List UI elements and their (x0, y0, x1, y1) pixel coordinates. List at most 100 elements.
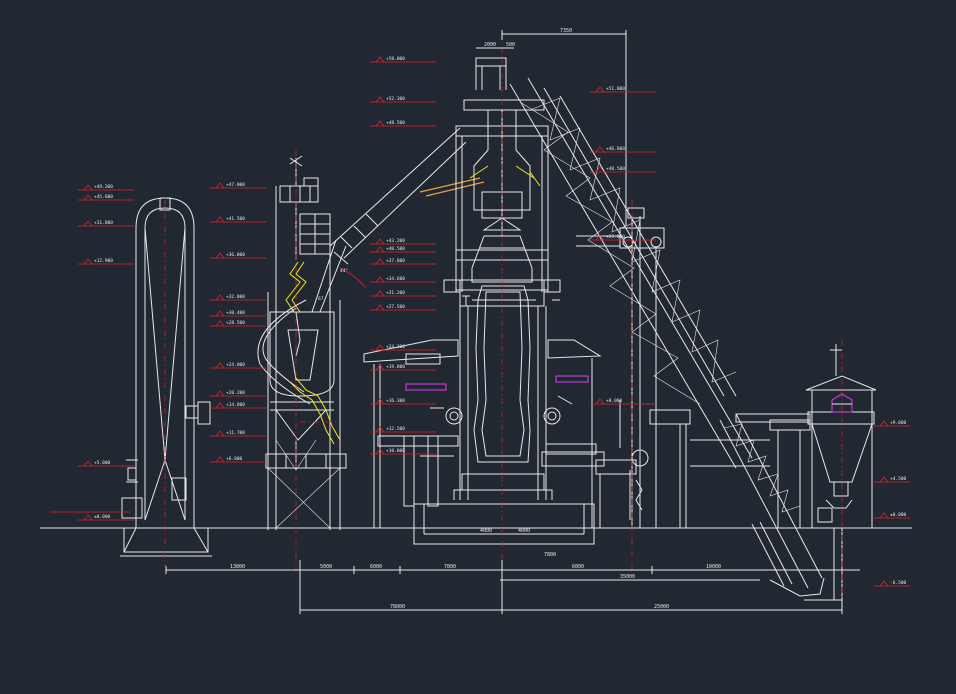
elevation-tick (375, 276, 385, 283)
elevation-tick (215, 430, 225, 437)
elevation-tick (215, 456, 225, 463)
dim-bottom-4: 7800 (444, 564, 456, 570)
elevation-tick (595, 86, 605, 93)
elevation-label: -6.500 (890, 580, 907, 586)
elevation-label: +6.800 (226, 456, 243, 462)
skip-angle-label: 44° (340, 268, 348, 274)
elevation-tick (375, 258, 385, 265)
elevation-label: +9.000 (890, 420, 907, 426)
elevation-label: +31.200 (386, 290, 405, 296)
elevation-label: +24.000 (226, 362, 245, 368)
elevation-tick (215, 402, 225, 409)
elevation-label: +40.500 (386, 246, 405, 252)
elevation-tick (83, 184, 93, 191)
elevation-label: +43.200 (386, 238, 405, 244)
elevation-label: +14.800 (226, 402, 245, 408)
furnace-elevation-markers: +10.000+12.500+16.300+19.800+24.200+27.5… (370, 56, 436, 455)
dim-bottom-8: 78000 (390, 604, 405, 610)
elevation-tick (375, 304, 385, 311)
elevation-tick (215, 294, 225, 301)
elevation-tick (375, 238, 385, 245)
elevation-label: ±0.000 (890, 512, 907, 518)
elevation-tick (375, 120, 385, 127)
pipe-length-label: 67 (318, 296, 324, 302)
elevation-tick (879, 580, 889, 587)
gas-cleaning-tower (257, 155, 347, 530)
top-small-dim-b: 500 (506, 42, 515, 48)
elevation-tick (375, 426, 385, 433)
elevation-tick (375, 344, 385, 351)
dim-bottom-6: 35000 (620, 574, 635, 580)
elevation-tick (375, 290, 385, 297)
elevation-label: +8.000 (606, 398, 623, 404)
elevation-tick (375, 398, 385, 405)
dim-bottom-10: 7800 (544, 552, 556, 558)
elevation-label: +12.900 (94, 258, 113, 264)
dust-catcher-elevation-markers: +6.800 +11.700 +14.800 +20.200 +24.000 +28.50… (210, 182, 266, 463)
elevation-tick (879, 512, 889, 519)
top-small-dim-a: 2000 (484, 42, 496, 48)
elevation-tick (83, 514, 93, 521)
elevation-label: +51.000 (606, 86, 625, 92)
elevation-label: +45.600 (94, 194, 113, 200)
elevation-tick (215, 252, 225, 259)
elevation-tick (595, 166, 605, 173)
elevation-label: +46.800 (606, 146, 625, 152)
elevation-label: +52.300 (386, 96, 405, 102)
elevation-label: +11.700 (226, 430, 245, 436)
elevation-label: +27.500 (386, 304, 405, 310)
elevation-label: +28.500 (226, 320, 245, 326)
elevation-tick (215, 390, 225, 397)
base-dim-right: 4000 (518, 528, 530, 534)
elevation-tick (879, 476, 889, 483)
reference-lines (40, 34, 912, 604)
elevation-tick (595, 234, 605, 241)
elevation-label: +58.000 (386, 56, 405, 62)
dim-bottom-3: 6000 (370, 564, 382, 570)
elevation-label: +20.200 (226, 390, 245, 396)
elevation-label: +31.800 (94, 220, 113, 226)
dim-bottom-2: 5000 (320, 564, 332, 570)
elevation-label: +40.500 (606, 166, 625, 172)
dim-bottom-1: 13800 (230, 564, 245, 570)
elevation-label: +47.000 (226, 182, 245, 188)
elevation-label: +30.400 (226, 310, 245, 316)
elevation-label: +24.200 (386, 344, 405, 350)
base-dim-left: 4000 (480, 528, 492, 534)
blast-furnace-body (363, 285, 605, 545)
dim-bottom-9: 25000 (654, 604, 669, 610)
skip-incline-elevation-markers: +8.000 +23.000 +40.500 +46.800 +51.000 (590, 86, 656, 405)
stock-bin-house (804, 344, 877, 601)
top-dimensions: 7350 2000 500 (476, 28, 627, 226)
elevation-label: +37.800 (386, 258, 405, 264)
elevation-label: +36.000 (226, 252, 245, 258)
elevation-label: +16.300 (386, 398, 405, 404)
elevation-tick (879, 420, 889, 427)
elevation-tick (83, 220, 93, 227)
elevation-label: +32.800 (226, 294, 245, 300)
elevation-label: +49.200 (94, 184, 113, 190)
elevation-label: +5.000 (94, 460, 111, 466)
elevation-tick (375, 448, 385, 455)
elevation-label: +10.000 (386, 448, 405, 454)
elevation-tick (375, 96, 385, 103)
elevation-label: +19.800 (386, 364, 405, 370)
skip-bridge-truss (509, 77, 825, 597)
elevation-tick (595, 398, 605, 405)
elevation-label: +41.500 (226, 216, 245, 222)
bottom-dimensions: 13800 5000 6000 7800 6000 35000 10000 78… (165, 528, 860, 614)
elevation-label: +23.000 (606, 234, 625, 240)
bin-house-elevation-markers: ±0.000+4.500+9.000-6.500 (874, 420, 910, 587)
elevation-tick (595, 146, 605, 153)
elevation-tick (375, 246, 385, 253)
top-span-dim: 7350 (560, 28, 572, 34)
dim-bottom-7: 10000 (706, 564, 721, 570)
hot-stove (120, 197, 212, 557)
elevation-tick (215, 182, 225, 189)
elevation-label: ±0.000 (94, 514, 111, 520)
elevation-tick (375, 56, 385, 63)
downcomer-pipe: 44° 67 (318, 127, 485, 302)
elevation-tick (215, 320, 225, 327)
